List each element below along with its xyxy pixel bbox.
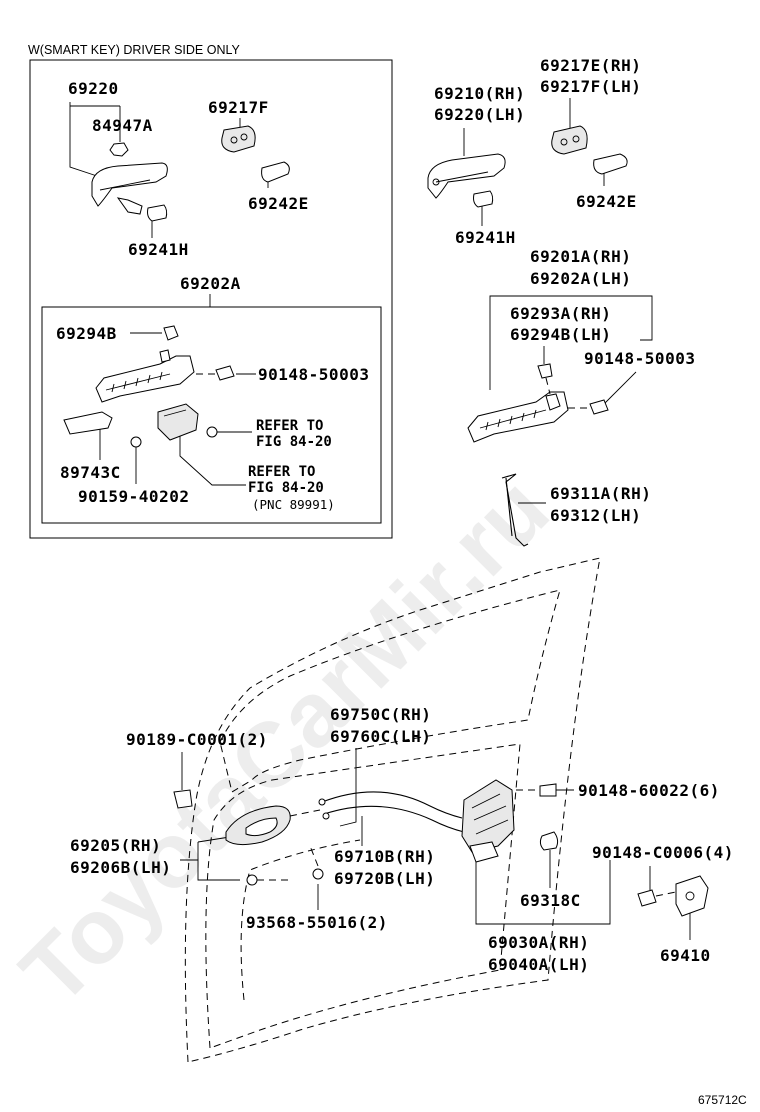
inset-nut-84947A	[109, 142, 129, 157]
screw-93568-a	[246, 874, 292, 886]
pad-69241H	[473, 190, 494, 208]
label-69210RH: 69210(RH)	[434, 84, 525, 103]
door-outline-window	[219, 589, 561, 793]
label-90159-40202: 90159-40202	[78, 487, 189, 506]
door-outline-panel	[240, 839, 361, 1001]
label-69760CLH: 69760C(LH)	[330, 727, 431, 746]
pad-69242E	[593, 153, 628, 175]
cover-69318C	[539, 831, 559, 851]
bolt-90148-C0006	[637, 889, 677, 907]
label-69311ARH: 69311A(RH)	[550, 484, 651, 503]
label-69241H: 69241H	[455, 228, 516, 247]
label-69040ALH: 69040A(LH)	[488, 955, 589, 974]
label-69242E-inset: 69242E	[248, 194, 309, 213]
inset-bolt-90148	[196, 365, 235, 381]
label-69294B-inset: 69294B	[56, 324, 117, 343]
figure-id: 675712C	[698, 1093, 747, 1107]
clip-69293A	[537, 363, 553, 395]
label-fig-84-20-2: FIG 84-20	[248, 480, 324, 496]
inset-inner-frame	[41, 306, 382, 524]
inset-clip-69294B	[163, 325, 179, 341]
label-90148-60022: 90148-60022(6)	[578, 781, 720, 800]
label-69206BLH: 69206B(LH)	[70, 858, 171, 877]
bolt-90148-60022	[516, 783, 557, 797]
inset-pad-69242E	[261, 161, 290, 183]
bolt-90148-50003	[568, 399, 609, 415]
label-69220LH: 69220(LH)	[434, 105, 525, 124]
label-69710BRH: 69710B(RH)	[334, 847, 435, 866]
watermark: ToyotaCarMir.ru	[2, 458, 568, 1024]
label-69293ARH: 69293A(RH)	[510, 304, 611, 323]
label-69220-inset: 69220	[68, 79, 119, 98]
label-refer-to-1: REFER TO	[256, 418, 323, 434]
frame-69201A	[467, 391, 569, 443]
label-69202ALH: 69202A(LH)	[530, 269, 631, 288]
label-69241H-inset: 69241H	[128, 240, 189, 259]
label-69242E: 69242E	[576, 192, 637, 211]
label-69410: 69410	[660, 946, 711, 965]
label-pnc-89991: (PNC 89991)	[252, 497, 335, 512]
cable-69750C	[318, 791, 465, 833]
label-93568: 93568-55016(2)	[246, 913, 388, 932]
label-90148-50003: 90148-50003	[584, 349, 695, 368]
leader-inset-69220	[69, 102, 101, 178]
label-90148-50003-inset: 90148-50003	[258, 365, 369, 384]
inset-bracket-89743C	[63, 411, 113, 435]
leader-90148-50003	[603, 371, 637, 405]
leader-69750C	[339, 748, 357, 827]
inset-caption: W(SMART KEY) DRIVER SIDE ONLY	[28, 43, 241, 57]
label-84947A: 84947A	[92, 116, 153, 135]
label-69750CRH: 69750C(RH)	[330, 705, 431, 724]
door-outline-outer	[184, 557, 601, 1063]
label-refer-to-2: REFER TO	[248, 464, 315, 480]
leader-69205	[197, 842, 240, 881]
label-69312LH: 69312(LH)	[550, 506, 641, 525]
label-69318C: 69318C	[520, 891, 581, 910]
inset-pad-69241H	[147, 204, 168, 222]
rod-69311A	[501, 473, 529, 547]
label-69217FLH: 69217F(LH)	[540, 77, 641, 96]
inset-screw-90159	[130, 426, 218, 448]
label-69030ARH: 69030A(RH)	[488, 933, 589, 952]
inset-outer-frame	[29, 59, 393, 539]
label-90148-C0006: 90148-C0006(4)	[592, 843, 734, 862]
label-69294BLH: 69294B(LH)	[510, 325, 611, 344]
leader-69030A	[475, 856, 611, 925]
leader-inset-refer2	[179, 432, 246, 486]
label-89743C: 89743C	[60, 463, 121, 482]
label-69205RH: 69205(RH)	[70, 836, 161, 855]
inset-outer-handle	[91, 162, 168, 215]
inset-frame-69202A	[95, 349, 195, 403]
clip-90189	[173, 789, 193, 809]
inset-cap-69217F	[221, 125, 256, 153]
lock-69030A	[461, 779, 515, 863]
label-fig-84-20-1: FIG 84-20	[256, 434, 332, 450]
label-69202A-inset: 69202A	[180, 274, 241, 293]
inset-sensor	[157, 403, 199, 441]
screw-93568-b	[309, 845, 324, 880]
door-outline-inner	[205, 743, 521, 1049]
label-90189: 90189-C0001(2)	[126, 730, 268, 749]
label-69201ARH: 69201A(RH)	[530, 247, 631, 266]
cap-69217E	[551, 125, 588, 155]
inner-handle-69205	[225, 805, 321, 846]
label-69720BLH: 69720B(LH)	[334, 869, 435, 888]
outer-handle	[427, 153, 506, 199]
striker-69410	[675, 875, 709, 917]
label-69217F-inset: 69217F	[208, 98, 269, 117]
label-69217ERH: 69217E(RH)	[540, 56, 641, 75]
leader-69201A	[489, 295, 653, 390]
